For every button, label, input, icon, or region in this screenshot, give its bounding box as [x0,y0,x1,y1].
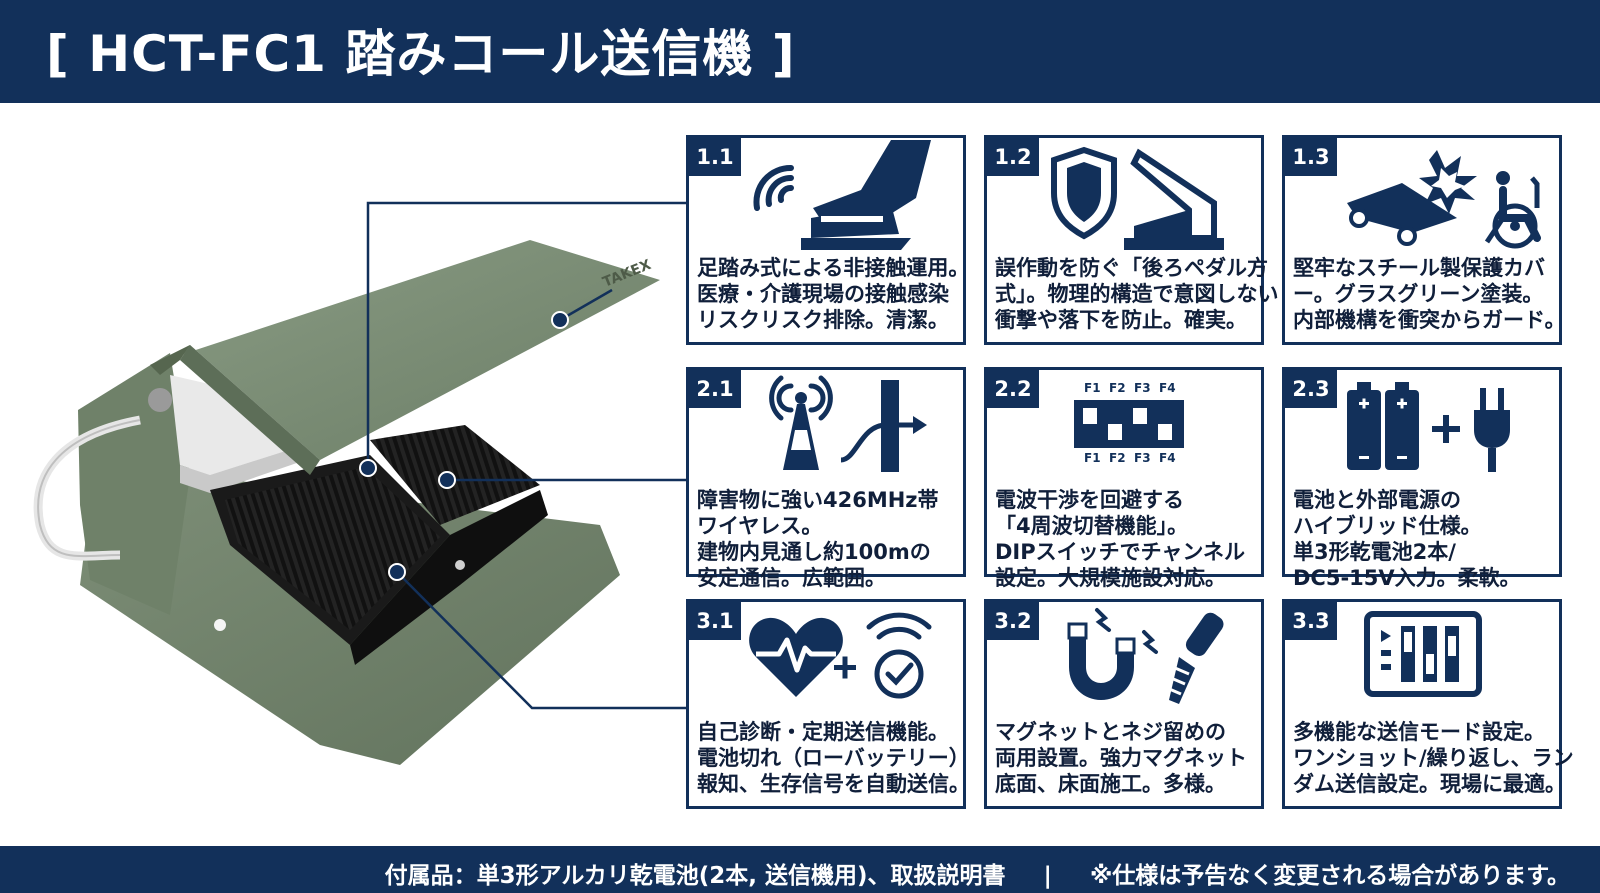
card-description: 多機能な送信モード設定。 ワンショット/繰り返し、ラン ダム送信設定。現場に最適… [1293,720,1574,796]
card-number: 3.3 [1285,602,1337,640]
accessories-note: 付属品：単3形アルカリ乾電池(2本, 送信機用)、取扱説明書 [384,863,1006,889]
card-description: 足踏み式による非接触運用。 医療・介護現場の接触感染 リスクリスク排除。清潔。 [697,256,970,332]
svg-text:F1: F1 [1084,381,1101,395]
foot-pedal-contactless-icon [741,138,963,256]
card-number: 3.1 [689,602,741,640]
footer-separator: | [1043,863,1052,889]
dip-switch-icon: F1 F2 F3 F4 F1 F2 F3 F4 [1039,370,1261,488]
feature-card-2-1: 2.1 障害物に強い426MHz帯 ワイヤレス。 建物内見通し約100mの 安定… [686,367,966,590]
antenna-wall-signal-icon [741,370,963,488]
card-description: 障害物に強い426MHz帯 ワイヤレス。 建物内見通し約100mの 安定通信。広… [697,488,939,590]
svg-text:F2: F2 [1109,451,1126,465]
card-number: 1.3 [1285,138,1337,176]
product-photo: TAKEX [33,240,660,765]
card-description: マグネットとネジ留めの 両用設置。強力マグネット 底面、床面施工。多様。 [995,720,1247,796]
card-number: 2.2 [987,370,1039,408]
feature-card-3-1: 3.1 自己診断・定期送信機能。 電池切れ（ローバッテリー） 報知、生存信号を自… [686,599,970,809]
page-title: [ HCT-FC1 踏みコール送信機 ] [46,25,796,83]
card-description: 誤作動を防ぐ「後ろペダル方 式」。物理的構造で意図しない 衝撃や落下を防止。確実… [995,256,1279,332]
feature-card-1-3: 1.3 堅牢なスチール製保護カバ ー。グラスグリーン塗装。 内部機構を衝突からガ… [1282,135,1566,345]
card-number: 1.2 [987,138,1039,176]
card-number: 3.2 [987,602,1039,640]
battery-plug-icon [1337,370,1559,488]
card-description: 堅牢なスチール製保護カバ ー。グラスグリーン塗装。 内部機構を衝突からガード。 [1293,256,1566,332]
impact-wheelchair-icon [1337,138,1559,256]
svg-text:F2: F2 [1109,381,1126,395]
header-bar: [ HCT-FC1 踏みコール送信機 ] [0,0,1600,103]
card-number: 2.3 [1285,370,1337,408]
magnet-screw-icon [1039,602,1261,720]
card-description: 電池と外部電源の ハイブリッド仕様。 単3形乾電池2本/ DC5-15V入力。柔… [1293,488,1521,590]
card-description: 自己診断・定期送信機能。 電池切れ（ローバッテリー） 報知、生存信号を自動送信。 [697,720,970,796]
heartbeat-check-icon [741,602,963,720]
feature-card-1-2: 1.2 誤作動を防ぐ「後ろペダル方 式」。物理的構造で意図しない 衝撃や落下を防… [984,135,1279,345]
svg-text:F1: F1 [1084,451,1101,465]
feature-card-3-2: 3.2 マグネットとネジ留めの 両用設置。強力マグネット 底面、床面施工。多様。 [984,599,1264,809]
feature-card-3-3: 3.3 多機能な送信モード設定。 ワンショット/繰り返し、ラン ダム送信設定。現… [1282,599,1574,809]
mode-panel-icon [1337,602,1559,720]
svg-text:F4: F4 [1159,381,1176,395]
card-description: 電波干渉を回避する 「4周波切替機能」。 DIPスイッチでチャンネル 設定。大規… [995,488,1246,590]
side-wall [78,353,190,615]
shield-rear-pedal-icon [1039,138,1261,256]
svg-text:F3: F3 [1134,451,1151,465]
footer-text: 付属品：単3形アルカリ乾電池(2本, 送信機用)、取扱説明書 | ※仕様は予告な… [385,856,1570,890]
card-number: 1.1 [689,138,741,176]
feature-card-1-1: 1.1 足踏み式による非接触運用。 医療・介護現場の接触感染 リスクリスク排除。… [686,135,970,345]
feature-card-2-2: 2.2 F1 F2 F3 F4 F1 F2 F3 F4 電波干渉を回避す [984,367,1264,590]
feature-card-2-3: 2.3 電池と外部電源の ハイブリッド仕様。 単3形乾電池2本/ DC5-15V… [1282,367,1562,590]
spec-notice: ※仕様は予告なく変更される場合があります。 [1089,863,1570,889]
svg-text:F3: F3 [1134,381,1151,395]
card-number: 2.1 [689,370,741,408]
cable-gland [148,388,172,412]
svg-text:F4: F4 [1159,451,1176,465]
footer-bar: 付属品：単3形アルカリ乾電池(2本, 送信機用)、取扱説明書 | ※仕様は予告な… [0,846,1600,893]
